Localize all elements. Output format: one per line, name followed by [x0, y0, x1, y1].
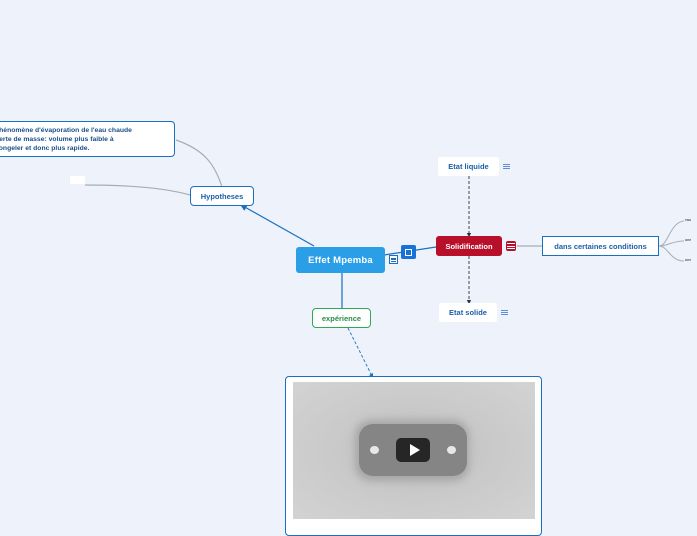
hypotheses-note-line-3: congeler et donc plus rapide. — [0, 144, 89, 153]
conditions-sub-item-3[interactable]: une — [685, 258, 691, 262]
conditions-sub-item-1[interactable]: eau — [685, 218, 691, 222]
solidification-label: Solidification — [445, 242, 492, 251]
etat-liquide-node[interactable]: Etat liquide — [438, 157, 499, 176]
etat-liquide-label: Etat liquide — [448, 162, 488, 171]
play-icon[interactable] — [396, 438, 430, 462]
conditions-sub-item-2[interactable]: une — [685, 238, 691, 242]
video-thumbnail[interactable] — [293, 382, 535, 519]
root-label: Effet Mpemba — [308, 255, 373, 266]
connector-hypotheses-empty — [85, 185, 190, 195]
note-icon[interactable] — [389, 255, 398, 264]
etat-liquide-note-icon[interactable] — [502, 162, 511, 171]
connector-conditions-sub1 — [659, 221, 684, 246]
connector-root-hypotheses — [243, 206, 314, 246]
experience-label: expérience — [322, 314, 361, 323]
video-node[interactable] — [285, 376, 542, 536]
hypotheses-note-node[interactable]: phénomène d'évaporation de l'eau chaude … — [0, 121, 175, 157]
connector-experience-video — [348, 328, 372, 376]
root-node[interactable]: Effet Mpemba — [296, 247, 385, 273]
solidification-node[interactable]: Solidification — [436, 236, 502, 256]
video-player-body — [359, 424, 467, 476]
etat-solide-label: Etat solide — [449, 308, 487, 317]
empty-node[interactable] — [70, 176, 85, 184]
hypotheses-node[interactable]: Hypotheses — [190, 186, 254, 206]
etat-solide-node[interactable]: Etat solide — [439, 303, 497, 322]
connector-conditions-sub2 — [659, 241, 684, 246]
etat-solide-note-icon[interactable] — [500, 308, 509, 317]
experience-node[interactable]: expérience — [312, 308, 371, 328]
conditions-label: dans certaines conditions — [554, 242, 647, 251]
hypotheses-note-line-1: phénomène d'évaporation de l'eau chaude — [0, 126, 132, 135]
hypotheses-note-line-2: perte de masse: volume plus faible à — [0, 135, 114, 144]
collapse-square-icon[interactable] — [401, 245, 416, 259]
video-player-right-dot — [447, 446, 456, 454]
solidification-note-icon[interactable] — [506, 241, 516, 251]
video-player-left-dot — [370, 446, 379, 454]
hypotheses-label: Hypotheses — [201, 192, 244, 201]
conditions-node[interactable]: dans certaines conditions — [542, 236, 659, 256]
connector-hypotheses-note — [176, 140, 222, 187]
connector-conditions-sub3 — [659, 246, 684, 261]
